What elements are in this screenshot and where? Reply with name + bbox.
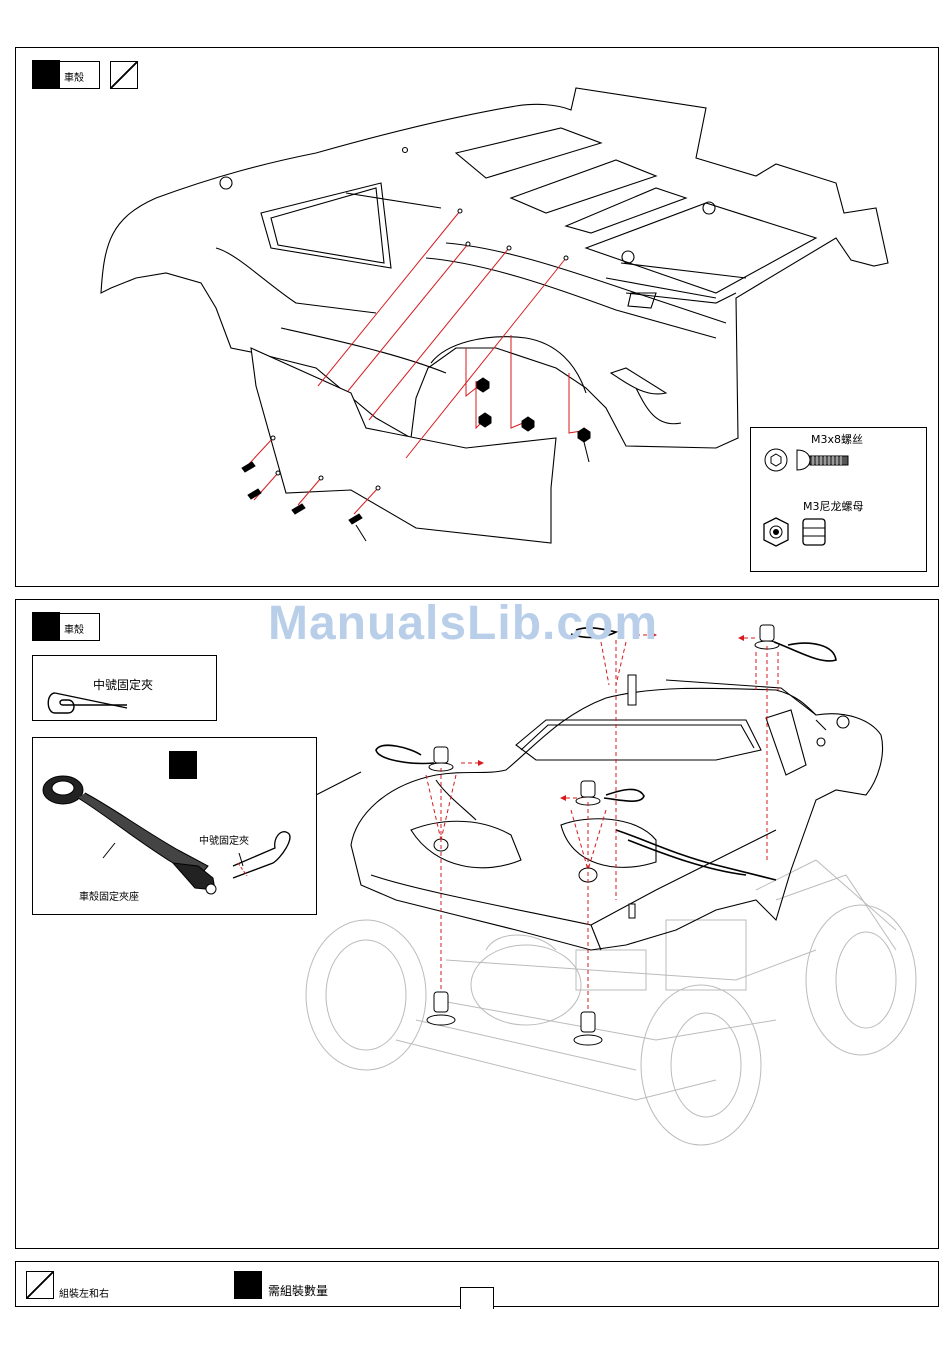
step1-panel: 車殼 (15, 47, 939, 587)
step2-panel: 車殼 中號固定夾 中號固定夾 車殼固定夾座 (15, 599, 939, 1249)
quantity-block (234, 1271, 262, 1299)
screw-label: M3x8螺丝 (811, 431, 863, 447)
assemble-left-right-icon (26, 1271, 54, 1299)
watermark: ManualsLib.com (268, 596, 658, 651)
page-number-tab (460, 1287, 494, 1309)
nylon-nut-icon (763, 515, 833, 549)
legend-quantity: 需組裝數量 (268, 1282, 328, 1299)
button-head-screw-icon (763, 446, 853, 474)
legend-both-sides: 組裝左和右 (59, 1285, 109, 1300)
nut-label: M3尼龙螺母 (803, 498, 864, 514)
body-mount-assembly-drawing (16, 600, 940, 1250)
hardware-callout-box: M3x8螺丝 M3尼龙螺母 (750, 427, 927, 572)
